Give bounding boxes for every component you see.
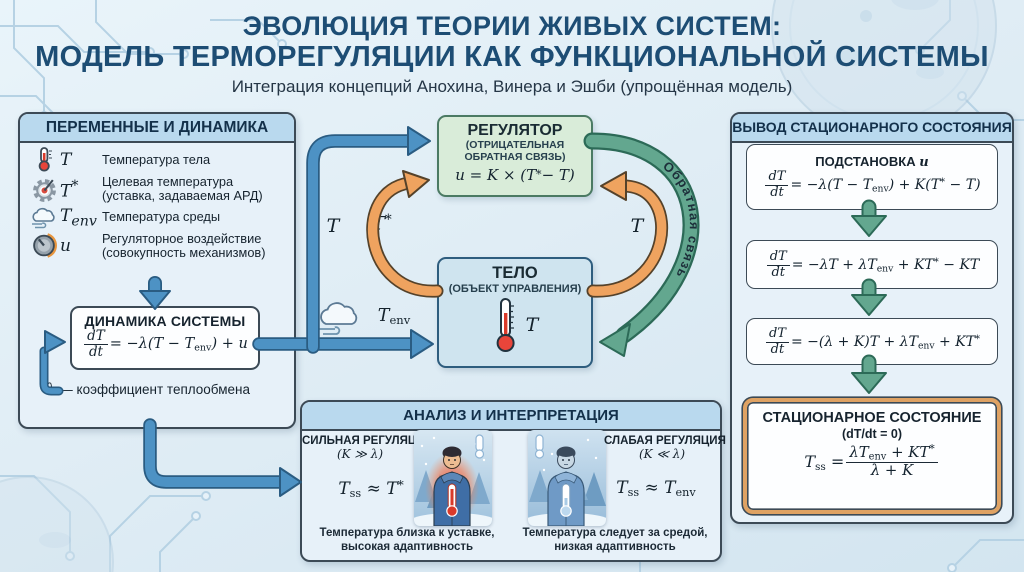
variable-symbol: T* [60, 177, 79, 202]
page-title-line2: МОДЕЛЬ ТЕРМОРЕГУЛЯЦИИ КАК ФУНКЦИОНАЛЬНОЙ… [35, 41, 989, 73]
body-temp-label: T [525, 314, 539, 336]
t-feedback-label: T [630, 215, 644, 237]
dynamics-box-title: ДИНАМИКА СИСТЕМЫ [84, 313, 246, 329]
steady-state-formula: Tss = λTenv + KT*λ + K [747, 444, 997, 478]
derivation-panel-title: ВЫВОД СТАЦИОНАРНОГО СОСТОЯНИЯ [732, 114, 1012, 143]
regulator-subtitle: (ОТРИЦАТЕЛЬНАЯ ОБРАТНАЯ СВЯЗЬ) [464, 139, 566, 163]
variables-list: T Температура тела T* Целевая температур… [28, 145, 286, 262]
variables-panel: ПЕРЕМЕННЫЕ И ДИНАМИКА T Температура тела [18, 112, 296, 429]
steady-state-title: СТАЦИОНАРНОЕ СОСТОЯНИЕ [762, 410, 982, 426]
variable-label: Температура тела [102, 151, 211, 167]
page-title-line1: ЭВОЛЮЦИЯ ТЕОРИИ ЖИВЫХ СИСТЕМ: [242, 11, 782, 41]
strong-regulation-result: Tss ≈ T* [338, 478, 404, 501]
page-subtitle: Интеграция концепций Анохина, Винера и Э… [231, 77, 793, 96]
regulator-formula: u = K × (T* − T) [455, 166, 575, 185]
thermometer-icon [534, 434, 545, 459]
derivation-panel: ВЫВОД СТАЦИОНАРНОГО СОСТОЯНИЯ ПОДСТАНОВК… [730, 112, 1014, 524]
variable-label: Целевая температура (уставка, задаваемая… [102, 174, 263, 204]
t-to-regulator-label: T [326, 215, 340, 237]
body-subtitle: (ОБЪЕКТ УПРАВЛЕНИЯ) [448, 283, 582, 295]
steady-state-condition: (dT/dt = 0) [841, 427, 903, 441]
body-thermometer-icon [496, 298, 515, 352]
knob-icon [28, 232, 60, 259]
strong-regulation-caption: Температура близка к уставке, высокая ад… [319, 527, 495, 554]
cell-illustration-top-right [771, 0, 997, 139]
env-temp-arrow-label: Tenv [377, 306, 411, 328]
gear-setpoint-icon [28, 176, 60, 203]
weak-regulation-result: Tss ≈ Tenv [616, 478, 696, 500]
variable-label: Температура среды [102, 209, 221, 225]
variable-row-target-temp: T* Целевая температура (уставка, задавае… [28, 174, 286, 204]
cloud-wind-icon [28, 206, 60, 230]
cell-illustration-bottom-left [0, 476, 114, 572]
variable-row-env-temp: Tenv Температура среды [28, 206, 286, 230]
t-star-label: T* [372, 212, 392, 235]
weak-regulation-heading: СЛАБАЯ РЕГУЛЯЦИЯ (K ≪ λ) [604, 435, 726, 461]
lambda-note: λ — коэффициент теплообмена [46, 380, 250, 398]
regulator-box: РЕГУЛЯТОР (ОТРИЦАТЕЛЬНАЯ ОБРАТНАЯ СВЯЗЬ)… [437, 115, 593, 197]
cloud-wind-icon [318, 302, 358, 335]
variable-row-control: u Регуляторное воздействие (совокупность… [28, 230, 286, 261]
body-box: ТЕЛО (ОБЪЕКТ УПРАВЛЕНИЯ) T [437, 257, 593, 368]
strong-regulation-heading: СИЛЬНАЯ РЕГУЛЯЦИЯ (K ≫ λ) [302, 435, 433, 461]
variable-symbol: u [60, 235, 71, 256]
regulator-title: РЕГУЛЯТОР [467, 122, 563, 139]
variables-panel-title: ПЕРЕМЕННЫЕ И ДИНАМИКА [20, 114, 294, 143]
variable-row-body-temp: T Температура тела [28, 147, 286, 173]
analysis-panel: АНАЛИЗ И ИНТЕРПРЕТАЦИЯ СИЛЬНАЯ РЕГУЛЯЦИЯ… [300, 400, 726, 562]
variable-symbol: Tenv [60, 205, 97, 230]
analysis-panel-title: АНАЛИЗ И ИНТЕРПРЕТАЦИЯ [302, 402, 720, 431]
variable-symbol: T [60, 150, 72, 170]
variable-label: Регуляторное воздействие (совокупность м… [102, 230, 266, 260]
thermometer-icon [28, 147, 60, 173]
steady-state-box: СТАЦИОНАРНОЕ СОСТОЯНИЕ (dT/dt = 0) Tss =… [743, 398, 1001, 514]
body-title: ТЕЛО [492, 264, 538, 282]
warm-person-illustration [414, 430, 492, 526]
cold-person-illustration [528, 430, 606, 526]
thermometer-icon [474, 434, 485, 459]
weak-regulation-caption: Температура следует за средой, низкая ад… [522, 527, 708, 554]
